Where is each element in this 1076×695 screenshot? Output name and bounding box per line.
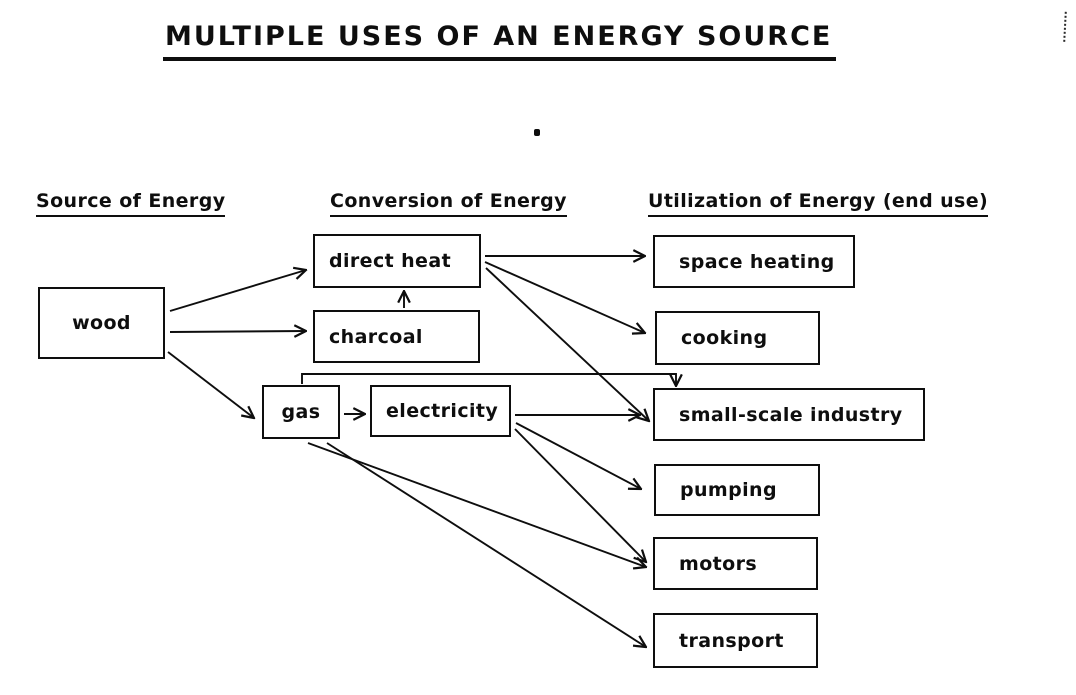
- node-space-heating: space heating: [653, 235, 855, 288]
- node-direct-heat: direct heat: [313, 234, 481, 288]
- edge-wood-gas: [167, 351, 254, 418]
- node-gas-label: gas: [281, 401, 321, 423]
- node-charcoal: charcoal: [313, 310, 480, 363]
- node-small-scale-industry-label: small-scale industry: [679, 403, 903, 426]
- node-small-scale-industry: small-scale industry: [653, 388, 925, 441]
- node-motors-label: motors: [679, 552, 758, 575]
- column-header-conversion: Conversion of Energy: [330, 190, 567, 217]
- node-wood: wood: [38, 287, 165, 359]
- node-cooking: cooking: [655, 311, 820, 365]
- node-gas: gas: [262, 385, 340, 439]
- edge-gas-motors: [307, 442, 646, 567]
- node-electricity: electricity: [370, 385, 511, 437]
- edge-electricity-motors: [514, 428, 646, 562]
- column-header-source: Source of Energy: [36, 190, 226, 217]
- node-electricity-label: electricity: [386, 400, 499, 422]
- edge-wood-charcoal: [169, 331, 306, 332]
- node-wood-label: wood: [72, 312, 131, 334]
- diagram-title: MULTIPLE USES OF AN ENERGY SOURCE: [163, 21, 837, 61]
- edge-electricity-pumping: [515, 422, 641, 489]
- column-header-utilization: Utilization of Energy (end use): [648, 190, 989, 217]
- node-pumping-label: pumping: [680, 479, 777, 501]
- edge-gas-transport: [326, 442, 646, 647]
- scan-artifact-edge-mark: [1063, 11, 1073, 43]
- node-motors: motors: [653, 537, 818, 590]
- scan-artifact-dot: [534, 129, 540, 136]
- node-cooking-label: cooking: [681, 327, 768, 349]
- node-space-heating-label: space heating: [679, 250, 835, 273]
- node-pumping: pumping: [654, 464, 820, 516]
- node-direct-heat-label: direct heat: [329, 250, 452, 272]
- edge-wood-direct-heat: [169, 270, 306, 312]
- node-transport-label: transport: [679, 629, 784, 652]
- edge-direct-heat-cooking: [484, 261, 645, 333]
- node-transport: transport: [653, 613, 818, 668]
- node-charcoal-label: charcoal: [329, 325, 423, 348]
